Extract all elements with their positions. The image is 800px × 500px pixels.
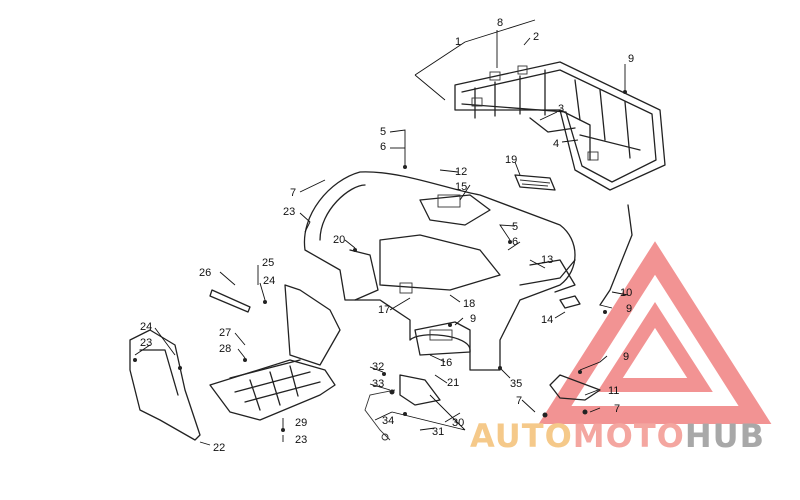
callout-7: 7 (516, 395, 522, 407)
decal (514, 174, 556, 191)
callout-19: 19 (505, 154, 517, 166)
callout-24: 24 (263, 275, 275, 287)
callout-22: 22 (213, 442, 225, 454)
callout-23: 23 (283, 206, 295, 218)
callout-7: 7 (614, 403, 620, 415)
callout-14: 14 (541, 314, 553, 326)
callout-5: 5 (380, 126, 386, 138)
callout-34: 34 (382, 415, 394, 427)
callout-20: 20 (333, 234, 345, 246)
watermark-logo (538, 241, 772, 424)
callout-4: 4 (553, 138, 559, 150)
watermark-hub: HUB (685, 417, 765, 455)
callout-24: 24 (140, 321, 152, 333)
callout-6: 6 (380, 141, 386, 153)
watermark-text: AUTOMOTOHUB (470, 417, 765, 455)
callout-21: 21 (447, 377, 459, 389)
callout-10: 10 (620, 287, 632, 299)
callout-2: 2 (533, 31, 539, 43)
callout-17: 17 (378, 304, 390, 316)
callout-18: 18 (463, 298, 475, 310)
footwell (209, 284, 341, 421)
callout-6: 6 (512, 236, 518, 248)
tow-bracket (549, 204, 633, 401)
callout-3: 3 (558, 103, 564, 115)
callout-28: 28 (219, 343, 231, 355)
callout-9: 9 (628, 53, 634, 65)
leader-lines (134, 19, 629, 446)
callout-25: 25 (262, 257, 274, 269)
callout-1: 1 (455, 36, 461, 48)
callout-23: 23 (295, 434, 307, 446)
callout-30: 30 (452, 417, 464, 429)
callout-27: 27 (219, 327, 231, 339)
hardware-points (133, 90, 627, 432)
callout-12: 12 (455, 166, 467, 178)
watermark-moto: MOTO (573, 417, 685, 455)
watermark-auto: AUTO (470, 417, 573, 455)
callout-9: 9 (470, 313, 476, 325)
callout-33: 33 (372, 378, 384, 390)
tail-light (364, 374, 441, 441)
callout-8: 8 (497, 17, 503, 29)
splash-panel (559, 295, 581, 309)
step-bracket (209, 289, 251, 313)
callout-labels: 1 2 3 4 5 5 6 6 7 7 7 8 9 9 9 9 10 11 12… (140, 17, 634, 454)
callout-26: 26 (199, 267, 211, 279)
callout-23: 23 (140, 337, 152, 349)
callout-5: 5 (512, 221, 518, 233)
callout-13: 13 (541, 254, 553, 266)
callout-32: 32 (372, 361, 384, 373)
callout-31: 31 (432, 426, 444, 438)
callout-16: 16 (440, 357, 452, 369)
callout-9: 9 (623, 351, 629, 363)
svg-text:AUTOMOTOHUB: AUTOMOTOHUB (470, 417, 765, 455)
callout-35: 35 (510, 378, 522, 390)
callout-9: 9 (626, 303, 632, 315)
callout-29: 29 (295, 417, 307, 429)
callout-11: 11 (608, 385, 619, 397)
callout-7: 7 (290, 187, 296, 199)
callout-15: 15 (455, 181, 467, 193)
rear-fender (303, 171, 576, 371)
rear-rack (454, 61, 666, 191)
